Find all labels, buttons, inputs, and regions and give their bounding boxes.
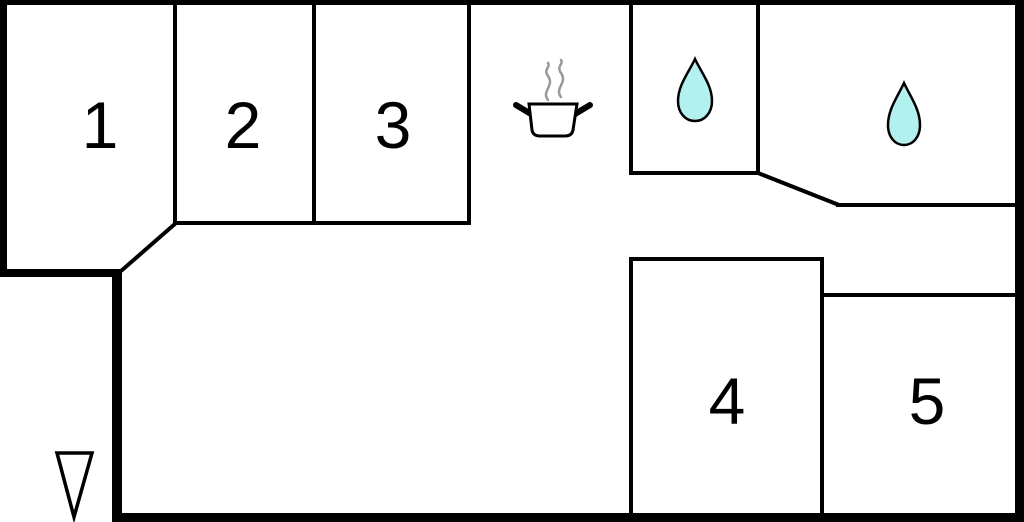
wall-room2-room3 [312, 5, 316, 225]
wall-room4-north [629, 257, 824, 261]
room-3: 3 [375, 88, 412, 162]
wall-hall-horizontal [836, 203, 1015, 207]
wall-outer-notch-horizontal [0, 269, 122, 277]
wall-room4-west [629, 257, 633, 513]
wall-diagonal-entry [119, 221, 178, 273]
room-3-label: 3 [375, 88, 412, 162]
wall-outer-bottom [112, 513, 1024, 522]
wall-diagonal-bath [757, 171, 840, 207]
wall-bath1-south [629, 171, 760, 175]
steam-line-left [544, 61, 552, 102]
wall-outer-top [0, 0, 1024, 5]
bathroom-small [676, 56, 714, 123]
pot-handle-right [572, 102, 593, 117]
wall-room4-room5 [820, 257, 824, 513]
wall-room1-room2 [173, 5, 177, 225]
wall-rooms23-south [173, 221, 471, 225]
room-1-label: 1 [82, 88, 119, 162]
wall-room5-north [820, 293, 1015, 297]
steam-line-right [557, 58, 565, 99]
cooking-pot-with-steam-icon [513, 58, 593, 138]
water-drop-icon [886, 80, 922, 147]
room-5: 5 [909, 364, 946, 438]
wall-room3-east [467, 5, 471, 225]
room-4: 4 [709, 364, 746, 438]
wall-outer-right [1015, 0, 1024, 522]
room-5-label: 5 [909, 364, 946, 438]
room-2: 2 [225, 88, 262, 162]
entrance-arrow-icon [54, 451, 95, 522]
wall-outer-left-upper [0, 0, 7, 277]
room-1: 1 [82, 88, 119, 162]
wall-bath1-east [756, 5, 760, 175]
wall-outer-left-lower [112, 269, 122, 522]
interior-walls [119, 5, 1015, 513]
water-drop-icon [676, 56, 714, 123]
pot-body [527, 102, 579, 138]
room-2-label: 2 [225, 88, 262, 162]
room-4-label: 4 [709, 364, 746, 438]
bathroom-large [886, 80, 922, 147]
wall-bath1-west [629, 5, 633, 175]
